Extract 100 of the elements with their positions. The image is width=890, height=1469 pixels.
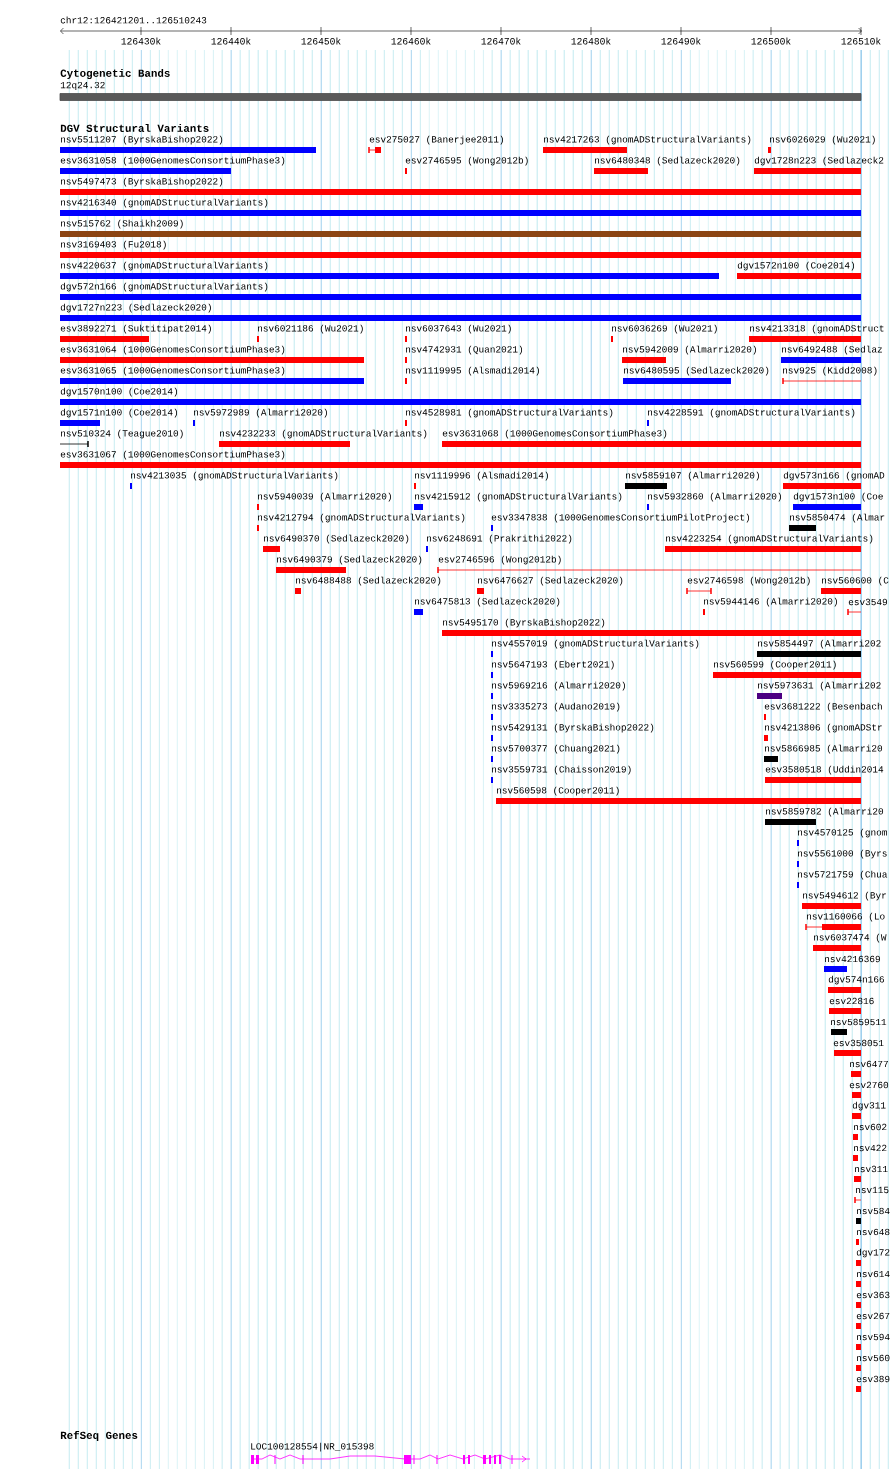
variant-label: nsv602 xyxy=(854,1123,887,1131)
variant-label: nsv1119996 (Alsmadi2014) xyxy=(415,471,548,481)
variant-label: dgv1572n100 (Coe2014) xyxy=(737,261,855,271)
position-label: chr12:126421201..126510243 xyxy=(60,16,207,24)
axis-tick-label: 126430k xyxy=(121,37,161,45)
variant-label: nsv6026029 (Wu2021) xyxy=(770,135,875,145)
variant-label: esv3580518 (Uddin2014 xyxy=(765,765,884,775)
variant-label: nsv6037474 (W xyxy=(814,933,887,943)
variant-label: nsv5859782 (Almarri20 xyxy=(766,807,884,817)
variant-label: nsv5944146 (Almarri2020) xyxy=(704,597,837,607)
variant-label: dgv1727n223 (Sedlazeck2020) xyxy=(60,303,211,313)
variant-label: nsv5494612 (Byr xyxy=(803,891,886,901)
variant-label: nsv4742931 (Quan2021) xyxy=(406,345,523,355)
variant-label: dgv573n166 (gnomAD xyxy=(783,471,885,481)
axis-tick-label: 126460k xyxy=(391,37,431,45)
variant-label: nsv4213806 (gnomADStr xyxy=(765,723,882,733)
variant-label: nsv5969216 (Almarri2020) xyxy=(492,681,625,691)
variant-label: nsv6490370 (Sedlazeck2020) xyxy=(264,534,409,544)
variant-label: nsv5940039 (Almarri2020) xyxy=(258,492,391,502)
variant-label: nsv560599 (Cooper2011) xyxy=(714,660,836,670)
variant-label: nsv5866985 (Almarri20 xyxy=(765,744,883,754)
variant-label: nsv5972989 (Almarri2020) xyxy=(194,408,327,418)
variant-label: dgv1571n100 (Coe2014) xyxy=(60,408,178,418)
axis-tick-label: 126500k xyxy=(751,37,791,45)
variant-label: nsv510324 (Teague2010) xyxy=(61,429,183,439)
variant-label: nsv1119995 (Alsmadi2014) xyxy=(406,366,539,376)
variant-label: dgv1570n100 (Coe2014) xyxy=(60,387,178,397)
variant-label: nsv4217263 (gnomADStructuralVariants) xyxy=(544,135,751,145)
variant-label: esv2746595 (Wong2012b) xyxy=(405,156,528,166)
variant-label: esv267 xyxy=(856,1312,890,1320)
band-label: 12q24.32 xyxy=(60,81,105,91)
variant-label: dgv1573n100 (Coe xyxy=(793,492,883,502)
variant-label: nsv560598 (Cooper2011) xyxy=(497,786,619,796)
variant-label: nsv4213318 (gnomADStruct xyxy=(750,324,884,334)
axis-tick-label: 126510k xyxy=(841,37,881,45)
variant-label: esv3631064 (1000GenomesConsortiumPhase3) xyxy=(60,345,285,355)
axis-tick-label: 126470k xyxy=(481,37,521,45)
variant-label: nsv4216340 (gnomADStructuralVariants) xyxy=(61,198,268,208)
variant-label: nsv6475813 (Sedlazeck2020) xyxy=(415,597,560,607)
variant-label: esv3631068 (1000GenomesConsortiumPhase3) xyxy=(442,429,667,439)
variant-label: nsv594 xyxy=(857,1333,890,1341)
variant-label: esv358051 xyxy=(833,1039,884,1047)
variant-label: nsv6480348 (Sedlazeck2020) xyxy=(595,156,740,166)
variant-label: nsv6476627 (Sedlazeck2020) xyxy=(478,576,623,586)
variant-label: nsv5647193 (Ebert2021) xyxy=(492,660,614,670)
variant-label: dgv574n166 xyxy=(828,975,884,985)
variant-label: nsv6492488 (Sedlaz xyxy=(782,345,882,355)
variant-label: nsv4528981 (gnomADStructuralVariants) xyxy=(406,408,613,418)
variant-label: nsv4570125 (gnom xyxy=(798,828,887,838)
track-heading: DGV Structural Variants xyxy=(60,124,209,132)
variant-label: nsv6037643 (Wu2021) xyxy=(406,324,511,334)
variant-label: nsv311 xyxy=(855,1165,888,1173)
axis-tick-label: 126440k xyxy=(211,37,251,45)
variant-label: nsv6480595 (Sedlazeck2020) xyxy=(624,366,769,376)
variant-label: nsv422 xyxy=(854,1144,887,1152)
gene-label: LOC100128554|NR_015398 xyxy=(251,1442,374,1452)
variant-label: esv3347838 (1000GenomesConsortiumPilotProject) xyxy=(491,513,750,523)
variant-label: esv389 xyxy=(856,1375,890,1383)
variant-label: nsv560600 (C xyxy=(822,576,889,586)
variant-label: nsv6477 xyxy=(850,1060,888,1068)
variant-label: nsv5700377 (Chuang2021) xyxy=(492,744,620,754)
variant-label: esv3631065 (1000GenomesConsortiumPhase3) xyxy=(60,366,285,376)
variant-label: nsv4213035 (gnomADStructuralVariants) xyxy=(131,471,338,481)
variant-label: nsv5942009 (Almarri2020) xyxy=(623,345,756,355)
variant-label: nsv925 (Kidd2008) xyxy=(783,366,877,376)
axis-tick-label: 126450k xyxy=(301,37,341,45)
axis-tick-label: 126490k xyxy=(661,37,701,45)
variant-label: dgv572n166 (gnomADStructuralVariants) xyxy=(60,282,268,292)
variant-label: nsv5495170 (ByrskaBishop2022) xyxy=(443,618,605,628)
variant-label: nsv6490379 (Sedlazeck2020) xyxy=(277,555,422,565)
variant-label: nsv584 xyxy=(857,1207,890,1215)
variant-label: nsv5561000 (Byrs xyxy=(798,849,887,859)
variant-label: nsv3169403 (Fu2018) xyxy=(61,240,166,250)
track-heading: RefSeq Genes xyxy=(60,1430,138,1442)
variant-label: esv2760 xyxy=(849,1081,889,1089)
variant-label: esv363 xyxy=(856,1291,890,1299)
variant-label: nsv5721759 (Chua xyxy=(798,870,888,880)
variant-label: nsv648 xyxy=(857,1228,890,1236)
variant-label: esv3631058 (1000GenomesConsortiumPhase3) xyxy=(60,156,285,166)
track-heading: Cytogenetic Bands xyxy=(60,68,170,80)
variant-label: nsv4220637 (gnomADStructuralVariants) xyxy=(61,261,268,271)
variant-label: dgv311 xyxy=(852,1101,886,1111)
variant-label: esv3892271 (Suktitipat2014) xyxy=(60,324,211,334)
variant-label: nsv515762 (Shaikh2009) xyxy=(61,219,183,229)
variant-label: nsv115 xyxy=(856,1186,889,1194)
variant-label: nsv5429131 (ByrskaBishop2022) xyxy=(492,723,654,733)
variant-label: nsv4557019 (gnomADStructuralVariants) xyxy=(492,639,699,649)
variant-label: esv3631067 (1000GenomesConsortiumPhase3) xyxy=(60,450,285,460)
variant-label: nsv6036269 (Wu2021) xyxy=(612,324,717,334)
variant-label: nsv614 xyxy=(857,1270,890,1278)
variant-label: nsv5854497 (Almarri202 xyxy=(758,639,881,649)
variant-label: nsv4228591 (gnomADStructuralVariants) xyxy=(648,408,855,418)
variant-label: nsv5859511 xyxy=(831,1018,887,1026)
variant-label: nsv5497473 (ByrskaBishop2022) xyxy=(61,177,223,187)
variant-label: esv2746598 (Wong2012b) xyxy=(687,576,810,586)
variant-label: nsv6248691 (Prakrithi2022) xyxy=(427,534,572,544)
variant-label: esv2746596 (Wong2012b) xyxy=(438,555,561,565)
variant-label: nsv4212794 (gnomADStructuralVariants) xyxy=(258,513,465,523)
variant-label: nsv6488488 (Sedlazeck2020) xyxy=(296,576,441,586)
variant-label: nsv3335273 (Audano2019) xyxy=(492,702,620,712)
